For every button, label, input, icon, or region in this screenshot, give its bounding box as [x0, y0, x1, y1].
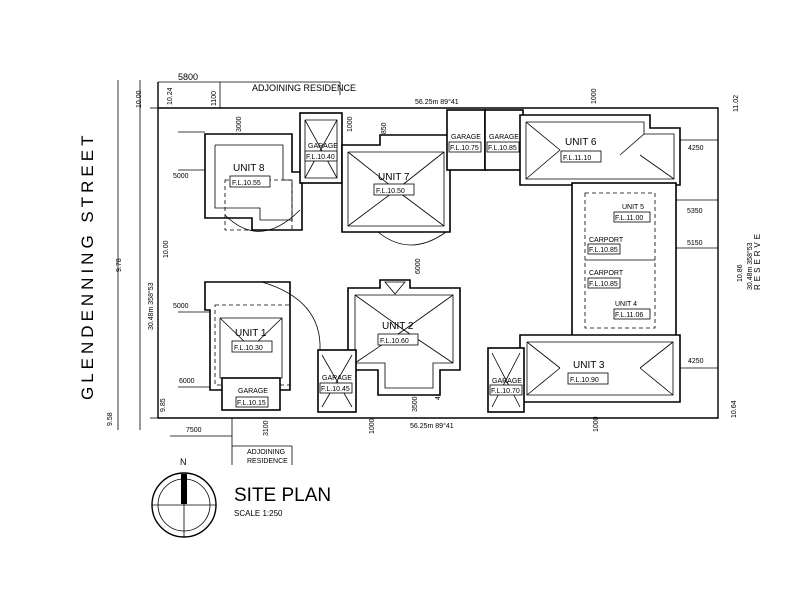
- right-mid: 10.86: [737, 264, 744, 282]
- dim-5000-a: 5000: [173, 173, 189, 180]
- unit-2-name: UNIT 2: [382, 321, 414, 332]
- garage-7b: GARAGE F.L.10.85: [484, 109, 524, 171]
- north-label: N: [180, 457, 187, 467]
- garage-7b-label: GARAGE: [489, 134, 519, 141]
- garage-1-label: GARAGE: [238, 388, 268, 395]
- unit-8-fl: F.L.10.55: [232, 180, 261, 187]
- adjoining-bottom-label-1: ADJOINING: [247, 449, 285, 456]
- street-name: GLENDENNING STREET: [78, 132, 97, 400]
- boundary-labels: ADJOINING RESIDENCE ADJOINING RESIDENCE …: [107, 83, 762, 465]
- dim-1000-a: 1000: [347, 116, 354, 132]
- garage-2-label: GARAGE: [322, 375, 352, 382]
- unit-4-name: UNIT 4: [615, 301, 637, 308]
- unit-7-fl: F.L.10.50: [376, 188, 405, 195]
- dim-4250-top: 4250: [688, 145, 704, 152]
- unit-1: UNIT 1 F.L.10.30: [204, 281, 321, 391]
- dim-3000-top: 3000: [236, 116, 243, 132]
- dim-1000-c: 1000: [593, 416, 600, 432]
- garage-1-fl: F.L.10.15: [237, 400, 266, 407]
- dim-4250-bottom: 4250: [688, 358, 704, 365]
- unit-6-fl: F.L.11.10: [563, 155, 591, 162]
- unit-8-name: UNIT 8: [233, 163, 265, 174]
- adjoining-top-label: ADJOINING RESIDENCE: [252, 83, 356, 93]
- garage-7a-label: GARAGE: [451, 134, 481, 141]
- dim-1000-top-right: 1000: [591, 88, 598, 104]
- carport-5-fl: F.L.10.85: [589, 247, 618, 254]
- unit-2-fl: F.L.10.60: [380, 338, 409, 345]
- unit-3: UNIT 3 F.L.10.90: [519, 334, 681, 403]
- unit-2: UNIT 2 F.L.10.60: [347, 279, 461, 396]
- carport-5-label: CARPORT: [589, 237, 624, 244]
- adjoining-bottom-label-2: RESIDENCE: [247, 458, 288, 465]
- unit-6: UNIT 6 F.L.11.10: [519, 114, 681, 186]
- unit-8: UNIT 8 F.L.10.55: [204, 133, 303, 232]
- right-bearing: 30.48m 358°53: [746, 242, 754, 290]
- dim-6000-left: 6000: [179, 378, 195, 385]
- unit-5-name: UNIT 5: [622, 204, 644, 211]
- top-bearing: 56.25m 89°41: [415, 98, 459, 106]
- unit-1-fl: F.L.10.30: [234, 345, 263, 352]
- garage-7b-fl: F.L.10.85: [488, 145, 517, 152]
- site-boundary: [150, 81, 719, 465]
- unit-1-name: UNIT 1: [235, 328, 267, 339]
- dim-5000-b: 5000: [173, 303, 189, 310]
- corner-br: 10.64: [731, 400, 738, 418]
- garage-8-fl: F.L.10.40: [306, 154, 335, 161]
- corner-bl2: 9.58: [107, 412, 114, 426]
- carport-4-fl: F.L.10.85: [589, 281, 618, 288]
- site-plan-title: SITE PLAN: [234, 485, 331, 506]
- dim-3850: 3850: [381, 122, 388, 138]
- north-arrow-icon: [181, 474, 187, 504]
- corner-tl2: 10.24: [167, 87, 174, 105]
- garage-2-fl: F.L.10.45: [321, 386, 350, 393]
- unit-3-name: UNIT 3: [573, 360, 605, 371]
- garage-3-label: GARAGE: [492, 378, 522, 385]
- carport-4-label: CARPORT: [589, 270, 624, 277]
- site-plan-scale: SCALE 1:250: [234, 509, 283, 518]
- dim-1000-b: 1000: [369, 418, 376, 434]
- dim-5150: 5150: [687, 240, 703, 247]
- left-bearing: 30.48m 358°53: [147, 282, 155, 330]
- dim-1100: 1100: [211, 91, 218, 106]
- unit-7-name: UNIT 7: [378, 172, 410, 183]
- dim-3100: 3100: [263, 420, 270, 436]
- title-block: SITE PLAN SCALE 1:250: [234, 485, 331, 518]
- dim-6000-mid: 6000: [415, 258, 422, 274]
- garage-2: GARAGE F.L.10.45: [317, 349, 357, 413]
- bottom-bearing: 56.25m 89°41: [410, 422, 454, 430]
- garage-3: GARAGE F.L.10.70: [487, 347, 525, 413]
- garage-7a: GARAGE F.L.10.75: [446, 109, 486, 171]
- unit-6-name: UNIT 6: [565, 137, 597, 148]
- unit-3-fl: F.L.10.90: [570, 377, 599, 384]
- dim-3500: 3500: [412, 396, 419, 412]
- garage-8: GARAGE F.L.10.40: [299, 112, 343, 184]
- corner-tr: 11.02: [733, 95, 740, 112]
- left-mid: 9.78: [116, 258, 123, 272]
- reserve-label: RESERVE: [753, 231, 762, 290]
- corner-bl: 9.85: [160, 398, 167, 412]
- dim-5350: 5350: [687, 208, 703, 215]
- left-mid2: 10.00: [163, 240, 170, 258]
- unit-7: UNIT 7 F.L.10.50: [341, 134, 451, 246]
- north-arrow: N: [151, 457, 217, 538]
- garage-1: GARAGE F.L.10.15: [221, 377, 281, 411]
- garage-8-label: GARAGE: [308, 143, 338, 150]
- dim-7500: 7500: [186, 427, 202, 434]
- unit-5-fl: F.L.11.00: [615, 215, 643, 222]
- corner-tl: 10.00: [136, 90, 143, 108]
- street-area: GLENDENNING STREET: [78, 80, 141, 430]
- units-4-5-block: UNIT 5 F.L.11.00 CARPORT F.L.10.85 CARPO…: [571, 182, 677, 339]
- dim-5800: 5800: [178, 72, 198, 82]
- unit-4-fl: F.L.11.06: [615, 312, 643, 319]
- garage-7a-fl: F.L.10.75: [450, 145, 479, 152]
- garage-3-fl: F.L.10.70: [491, 388, 520, 395]
